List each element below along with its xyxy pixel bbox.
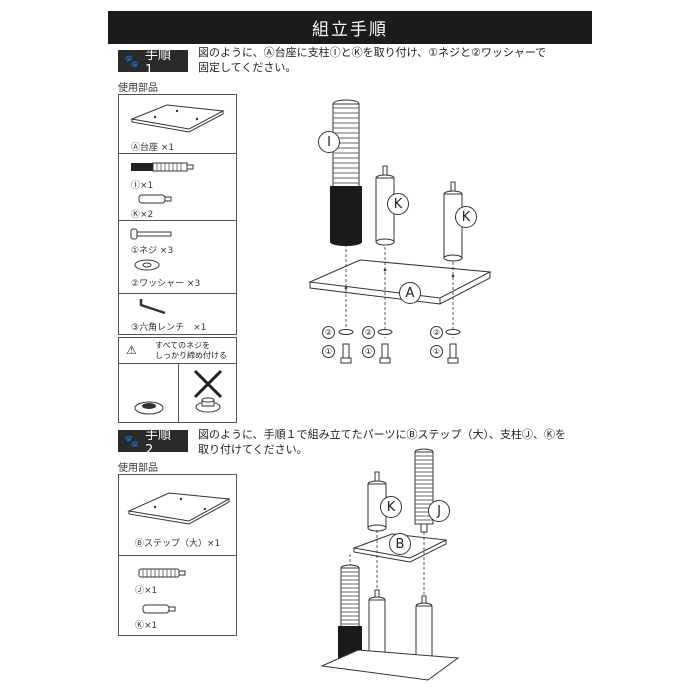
screw-image — [130, 228, 172, 240]
pole-i-label: Ⓘ×1 — [131, 181, 154, 191]
washer-image — [134, 259, 160, 271]
pole-k-image — [138, 194, 172, 204]
step2-instructions: 図のように、手順１で組み立てたパーツにⒷステップ（大）、支柱Ⓙ、Ⓚを 取り付けて… — [198, 427, 566, 457]
callout-washer-2: ② — [362, 326, 375, 339]
callout-washer-1: ② — [322, 326, 335, 339]
pole-j-image — [138, 568, 186, 578]
paw-icon: 🐾 — [124, 54, 139, 68]
warning-box: ⚠ すべてのネジを しっかり締め付ける — [118, 337, 237, 423]
callout-washer-3: ② — [430, 326, 443, 339]
step1-badge: 🐾 手順 1 — [118, 48, 188, 78]
screws-cell: ①ネジ ×3 ②ワッシャー ×3 — [119, 220, 236, 293]
step2-text-line2: 取り付けてください。 — [198, 443, 308, 456]
base-part-label: Ⓐ台座 ×1 — [131, 143, 175, 153]
incorrect-screw-image — [193, 369, 223, 413]
step2-poles-cell: Ⓙ×1 Ⓚ×1 — [119, 555, 236, 637]
base-part-image — [130, 104, 225, 133]
hex-wrench-image — [139, 299, 166, 315]
step1-parts-label: 使用部品 — [118, 83, 158, 94]
step2-parts-label: 使用部品 — [118, 463, 158, 474]
callout-screw-2: ① — [362, 345, 375, 358]
wrench-cell: ③六角レンチ ×1 — [119, 293, 236, 336]
step2-text-line1: 図のように、手順１で組み立てたパーツにⒷステップ（大）、支柱Ⓙ、Ⓚを — [198, 428, 566, 441]
step-b-part-label: Ⓑステップ（大）×1 — [135, 539, 221, 549]
warning-icon: ⚠ — [126, 343, 137, 357]
step-b-part-image — [127, 492, 231, 525]
pole-j-label: Ⓙ×1 — [135, 586, 158, 596]
callout-screw-1: ① — [322, 345, 335, 358]
step2-pole-k-label: Ⓚ×1 — [135, 621, 158, 631]
step1-text-line2: 固定してください。 — [198, 61, 297, 74]
step2-badge-label: 手順 2 — [144, 428, 171, 458]
callout-pole-i: I — [318, 131, 340, 153]
pole-k-label: Ⓚ×2 — [131, 210, 154, 220]
warning-text-line2: しっかり締め付ける — [155, 351, 227, 360]
callout-pole-k1: K — [387, 193, 409, 215]
step2-badge: 🐾 手順 2 — [118, 428, 188, 458]
callout-step-b: B — [389, 533, 411, 555]
correct-washer-image — [134, 401, 164, 415]
step2-diagram — [320, 448, 460, 681]
wrench-label: ③六角レンチ ×1 — [131, 323, 207, 333]
pole-i-image — [131, 162, 194, 172]
paw-icon: 🐾 — [124, 434, 139, 448]
page-title: 組立手順 — [108, 11, 592, 44]
step2-parts-box: Ⓑステップ（大）×1 Ⓙ×1 Ⓚ×1 — [118, 474, 237, 636]
step1-text-line1: 図のように、Ⓐ台座に支柱ⒾとⓀを取り付け、①ネジと②ワッシャーで — [198, 46, 547, 59]
step1-parts-box: Ⓐ台座 ×1 Ⓘ×1 Ⓚ×2 ①ネジ ×3 ②ワッシャー ×3 ③六角レンチ — [118, 94, 237, 335]
step1-diagram — [308, 99, 492, 364]
screw-label: ①ネジ ×3 — [131, 246, 174, 256]
callout-screw-3: ① — [430, 345, 443, 358]
washer-label: ②ワッシャー ×3 — [131, 279, 201, 289]
callout-step2-pole-j: J — [428, 500, 450, 522]
callout-base-a: A — [399, 282, 421, 304]
warning-text-line1: すべてのネジを — [155, 341, 211, 350]
step1-instructions: 図のように、Ⓐ台座に支柱ⒾとⓀを取り付け、①ネジと②ワッシャーで 固定してくださ… — [198, 45, 546, 75]
callout-pole-k2: K — [455, 206, 477, 228]
callout-step2-pole-k: K — [380, 496, 402, 518]
warning-header: ⚠ すべてのネジを しっかり締め付ける — [119, 338, 236, 364]
step2-pole-k-image — [142, 604, 176, 614]
step1-badge-label: 手順 1 — [144, 48, 171, 78]
poles-cell: Ⓘ×1 Ⓚ×2 — [119, 153, 236, 220]
